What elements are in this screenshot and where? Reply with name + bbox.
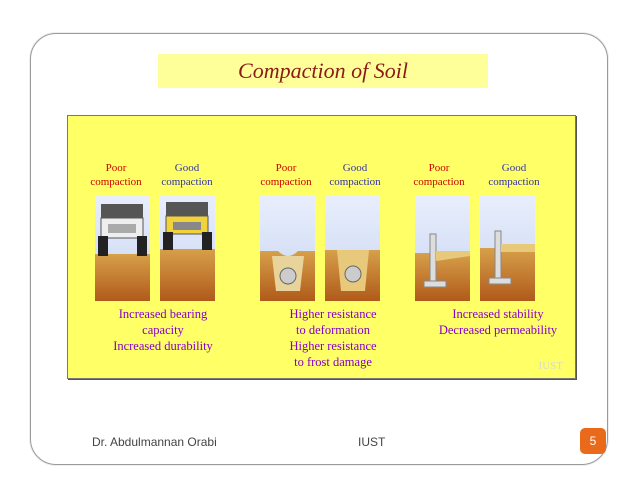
benefit-text-2: Higher resistance to deformation Higher … xyxy=(258,306,408,370)
watermark: IUST xyxy=(538,360,563,372)
poor-compaction-label-3: Poor compaction xyxy=(413,162,465,188)
poor-compaction-truck-illustration xyxy=(95,196,150,301)
poor-compaction-pipe-illustration xyxy=(260,196,315,301)
good-compaction-label-1: Good compaction xyxy=(161,162,213,188)
compaction-illustrations xyxy=(95,196,535,301)
footer-author: Dr. Abdulmannan Orabi xyxy=(92,435,217,449)
benefit-line: Higher resistance xyxy=(289,339,377,353)
benefit-line: to frost damage xyxy=(294,355,372,369)
poor-compaction-label-2: Poor compaction xyxy=(260,162,312,188)
benefit-line: Higher resistance xyxy=(289,307,377,321)
good-compaction-label-3: Good compaction xyxy=(488,162,540,188)
slide-title: Compaction of Soil xyxy=(238,58,408,83)
benefit-text-3: Increased stability Decreased permeabili… xyxy=(423,306,573,338)
benefit-line: Increased stability xyxy=(452,307,544,321)
benefit-line: Increased bearing xyxy=(118,307,208,321)
title-bar: Compaction of Soil xyxy=(158,54,488,88)
figure-panel: Poor compaction Good compaction Poor com… xyxy=(67,115,576,379)
good-compaction-label-2: Good compaction xyxy=(329,162,381,188)
benefit-line: capacity xyxy=(142,323,184,337)
benefit-line: to deformation xyxy=(296,323,370,337)
benefit-line: Increased durability xyxy=(113,339,213,353)
good-compaction-wall-illustration xyxy=(480,196,535,301)
benefit-line: Decreased permeability xyxy=(438,323,558,337)
good-compaction-truck-illustration xyxy=(160,196,215,301)
poor-compaction-wall-illustration xyxy=(415,196,470,301)
good-compaction-pipe-illustration xyxy=(325,196,380,301)
page-number-badge: 5 xyxy=(580,428,606,454)
benefit-text-1: Increased bearing capacity Increased dur… xyxy=(88,306,238,354)
poor-compaction-label-1: Poor compaction xyxy=(90,162,142,188)
footer-institution: IUST xyxy=(358,435,386,449)
